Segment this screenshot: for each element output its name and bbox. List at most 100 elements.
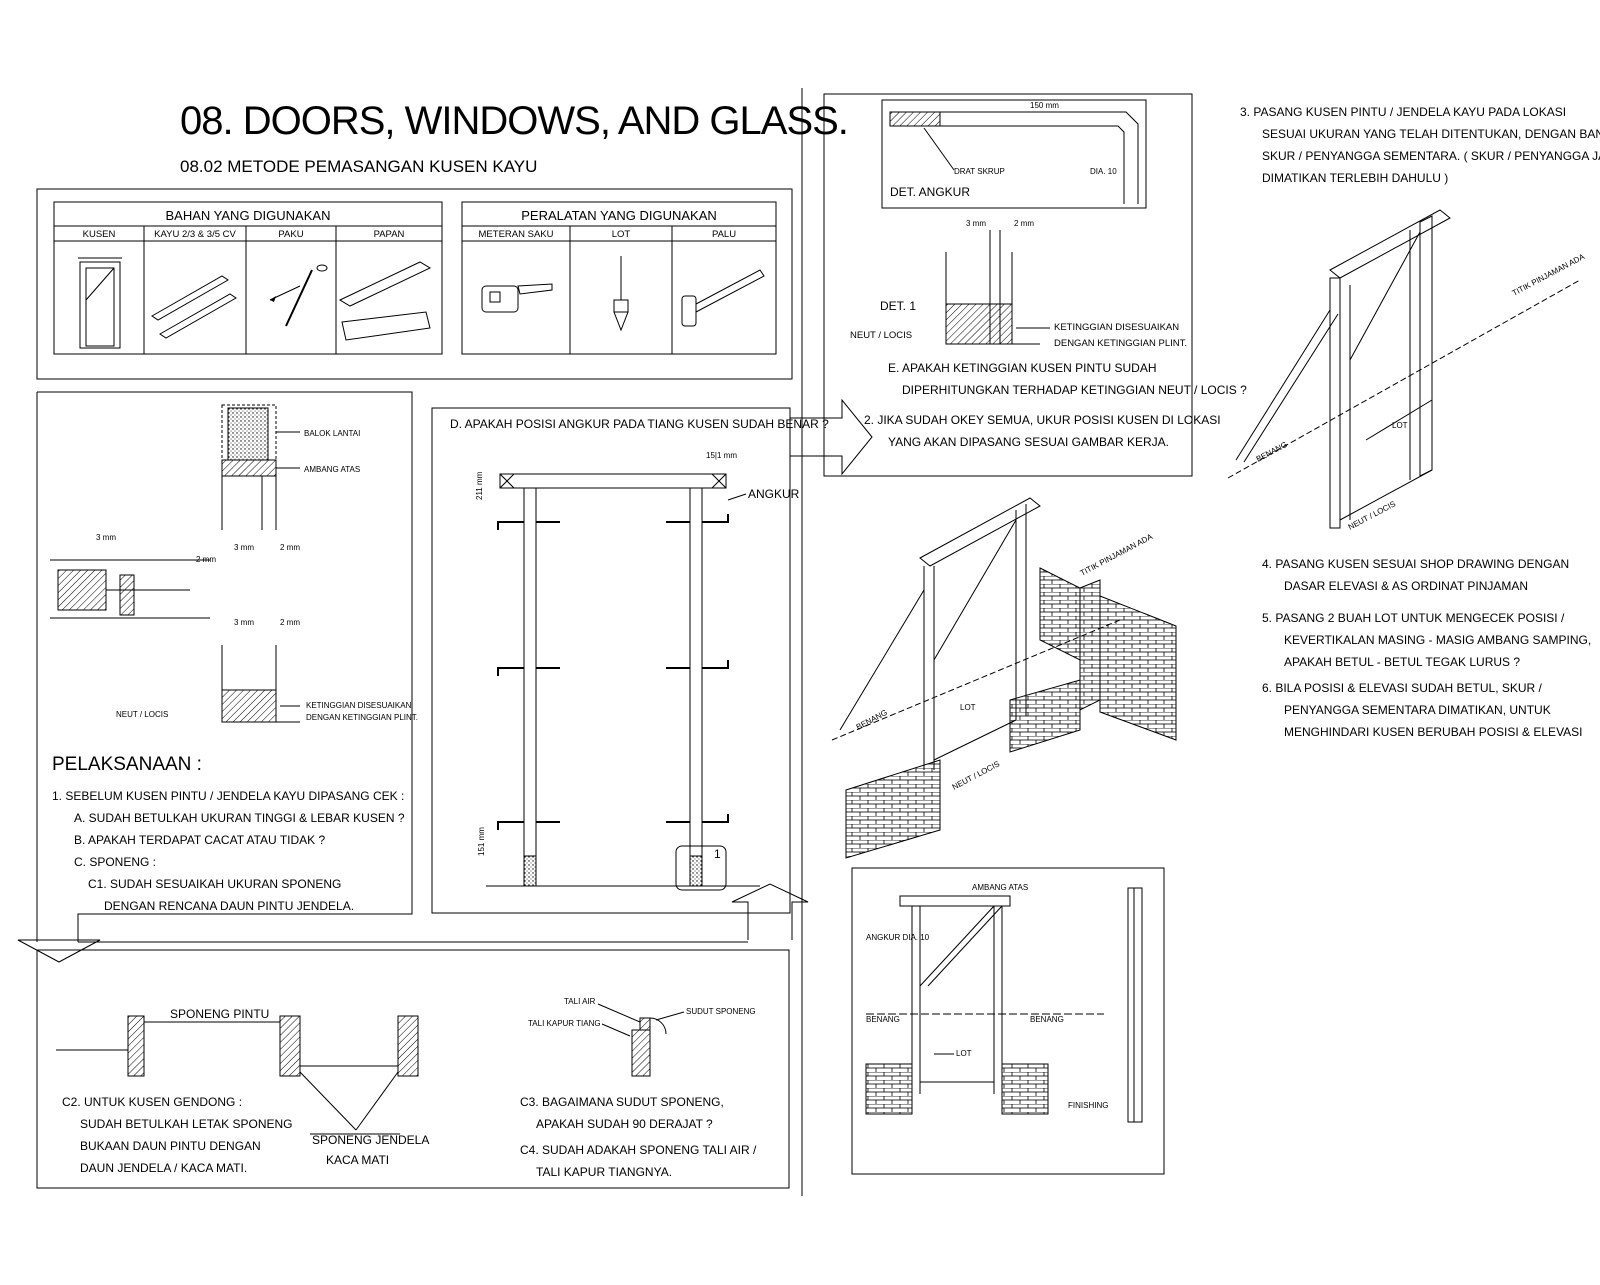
pelaksanaan-line-c1b: DENGAN RENCANA DAUN PINTU JENDELA.: [104, 899, 354, 913]
tool-meteran: METERAN SAKU: [479, 229, 554, 240]
label-2mm-a: 2 mm: [280, 543, 300, 552]
step3-line-4: DIMATIKAN TERLEBIH DAHULU ): [1262, 171, 1448, 185]
label-dia-10: DIA. 10: [1090, 167, 1117, 176]
iso-mid-benang: BENANG: [855, 708, 889, 732]
tool-palu: PALU: [712, 229, 736, 240]
left-detail-panel: BALOK LANTAI AMBANG ATAS 3 mm 2 mm 3 mm …: [17, 391, 418, 963]
label-kaca-mati: KACA MATI: [326, 1153, 389, 1167]
kayu-sketch: [151, 275, 237, 339]
step4-line-1: 4. PASANG KUSEN SESUAI SHOP DRAWING DENG…: [1262, 557, 1569, 571]
det-angkur-panel: 150 mm DRAT SKRUP DIA. 10 DET. ANGKUR 3 …: [790, 93, 1247, 477]
elev-lot: LOT: [956, 1049, 972, 1058]
det1-2mm: 2 mm: [1014, 219, 1034, 228]
label-neut-locis: NEUT / LOCIS: [116, 710, 168, 719]
label-3mm-c: 3 mm: [234, 618, 254, 627]
step5-line-1: 5. PASANG 2 BUAH LOT UNTUK MENGECEK POSI…: [1262, 611, 1565, 625]
step-2-line-2: YANG AKAN DIPASANG SESUAI GAMBAR KERJA.: [888, 435, 1169, 449]
step-2-line-1: 2. JIKA SUDAH OKEY SEMUA, UKUR POSISI KU…: [864, 413, 1221, 427]
iso-mid-neut: NEUT / LOCIS: [951, 759, 1001, 792]
pelaksanaan-heading: PELAKSANAAN :: [52, 754, 202, 775]
label-3mm-a: 3 mm: [234, 543, 254, 552]
tools-header: PERALATAN YANG DIGUNAKAN: [521, 208, 717, 223]
label-2mm-b: 2 mm: [196, 555, 216, 564]
step6-line-1: 6. BILA POSISI & ELEVASI SUDAH BETUL, SK…: [1262, 681, 1543, 695]
detail-marker: 1: [714, 847, 721, 861]
c2-line-2: SUDAH BETULKAH LETAK SPONENG: [80, 1117, 293, 1131]
label-drat-skrup: DRAT SKRUP: [954, 167, 1005, 176]
c2-line-3: BUKAAN DAUN PINTU DENGAN: [80, 1139, 261, 1153]
step3-line-2: SESUAI UKURAN YANG TELAH DITENTUKAN, DEN…: [1262, 127, 1600, 141]
elev-benang-right: BENANG: [1030, 1015, 1064, 1024]
label-balok-lantai: BALOK LANTAI: [304, 429, 360, 438]
det1-ketinggian-1: KETINGGIAN DISESUAIKAN: [1054, 322, 1179, 333]
tool-lot: LOT: [612, 229, 631, 240]
pelaksanaan-line-b: B. APAKAH TERDAPAT CACAT ATAU TIDAK ?: [74, 833, 326, 847]
c4-line-2: TALI KAPUR TIANGNYA.: [536, 1165, 672, 1179]
det1-neut: NEUT / LOCIS: [850, 330, 912, 341]
right-steps: 3. PASANG KUSEN PINTU / JENDELA KAYU PAD…: [1240, 105, 1600, 739]
iso-top-lot: LOT: [1392, 421, 1408, 430]
sponeng-panel: SPONENG PINTU SPONENG JENDELA KACA MATI …: [36, 941, 790, 1189]
paku-sketch: [269, 264, 328, 327]
iso-mid-lot: LOT: [960, 703, 976, 712]
materials-header: BAHAN YANG DIGUNAKAN: [166, 208, 331, 223]
elev-angkur: ANGKUR DIA. 10: [866, 933, 930, 942]
pelaksanaan-line-1: 1. SEBELUM KUSEN PINTU / JENDELA KAYU DI…: [52, 789, 404, 803]
elevation-panel: LOT AMBANG ATAS ANGKUR DIA. 10 BENANG BE…: [851, 867, 1165, 1175]
c3-line-2: APAKAH SUDAH 90 DERAJAT ?: [536, 1117, 713, 1131]
papan-sketch: [338, 261, 432, 341]
pelaksanaan-line-c: C. SPONENG :: [74, 855, 156, 869]
label-ketinggian-1: KETINGGIAN DISESUAIKAN: [306, 701, 412, 710]
section-d-question: D. APAKAH POSISI ANGKUR PADA TIANG KUSEN…: [450, 417, 829, 431]
iso-top-neut: NEUT / LOCIS: [1347, 499, 1397, 532]
material-paku: PAKU: [278, 229, 303, 240]
label-sudut-sponeng: SUDUT SPONENG: [686, 1007, 756, 1016]
step4-line-2: DASAR ELEVASI & AS ORDINAT PINJAMAN: [1284, 579, 1528, 593]
step3-line-1: 3. PASANG KUSEN PINTU / JENDELA KAYU PAD…: [1240, 105, 1566, 119]
iso-mid-titik: TITIK PINJAMAN ADA: [1079, 532, 1155, 578]
lot-sketch: [613, 256, 629, 332]
material-kusen: KUSEN: [83, 229, 116, 240]
palu-sketch: [681, 269, 765, 327]
c2-line-4: DAUN JENDELA / KACA MATI.: [80, 1161, 247, 1175]
iso-top-titik: TITIK PINJAMAN ADA: [1511, 252, 1587, 298]
label-angkur: ANGKUR: [748, 487, 800, 501]
material-papan: PAPAN: [374, 229, 405, 240]
det-angkur-label: DET. ANGKUR: [890, 185, 970, 199]
label-ketinggian-2: DENGAN KETINGGIAN PLINT.: [306, 713, 418, 722]
det-angkur-dim: 150 mm: [1030, 101, 1059, 110]
section-d-panel: D. APAKAH POSISI ANGKUR PADA TIANG KUSEN…: [431, 407, 829, 940]
det1-3mm: 3 mm: [966, 219, 986, 228]
dim-bottom: 151 mm: [477, 827, 486, 856]
step6-line-3: MENGHINDARI KUSEN BERUBAH POSISI & ELEVA…: [1284, 725, 1583, 739]
det1-label: DET. 1: [880, 299, 916, 313]
materials-tools-panel: BAHAN YANG DIGUNAKAN KUSEN KAYU 2/3 & 3/…: [36, 188, 793, 380]
iso-top-benang: BENANG: [1255, 440, 1289, 464]
iso-frame-middle: LOT NEUT / LOCIS BENANG TITIK PINJAMAN A…: [831, 497, 1177, 859]
step3-line-3: SKUR / PENYANGGA SEMENTARA. ( SKUR / PEN…: [1262, 149, 1600, 163]
det1-ketinggian-2: DENGAN KETINGGIAN PLINT.: [1054, 338, 1187, 349]
label-3mm-b: 3 mm: [96, 533, 116, 542]
sheet-title: 08. DOORS, WINDOWS, AND GLASS.: [180, 99, 848, 143]
kusen-sketch: [78, 257, 122, 349]
c2-line-1: C2. UNTUK KUSEN GENDONG :: [62, 1095, 242, 1109]
meteran-sketch: [481, 283, 553, 313]
c3-line-1: C3. BAGAIMANA SUDUT SPONENG,: [520, 1095, 724, 1109]
elev-benang-left: BENANG: [866, 1015, 900, 1024]
label-sponeng-pintu: SPONENG PINTU: [170, 1007, 269, 1021]
iso-frame-top: LOT NEUT / LOCIS BENANG TITIK PINJAMAN A…: [1227, 209, 1587, 532]
label-2mm-c: 2 mm: [280, 618, 300, 627]
label-sponeng-jendela: SPONENG JENDELA: [312, 1133, 429, 1147]
step6-line-2: PENYANGGA SEMENTARA DIMATIKAN, UNTUK: [1284, 703, 1551, 717]
dim-side: 211 mm: [475, 471, 484, 500]
label-tali-air: TALI AIR: [564, 997, 596, 1006]
pelaksanaan-line-c1: C1. SUDAH SESUAIKAH UKURAN SPONENG: [88, 877, 341, 891]
c4-line-1: C4. SUDAH ADAKAH SPONENG TALI AIR /: [520, 1143, 757, 1157]
step5-line-2: KEVERTIKALAN MASING - MASIG AMBANG SAMPI…: [1284, 633, 1591, 647]
step-e-line-2: DIPERHITUNGKAN TERHADAP KETINGGIAN NEUT …: [902, 383, 1247, 397]
pelaksanaan-line-a: A. SUDAH BETULKAH UKURAN TINGGI & LEBAR …: [74, 811, 405, 825]
material-kayu: KAYU 2/3 & 3/5 CV: [154, 229, 236, 240]
elev-ambang-atas: AMBANG ATAS: [972, 883, 1028, 892]
